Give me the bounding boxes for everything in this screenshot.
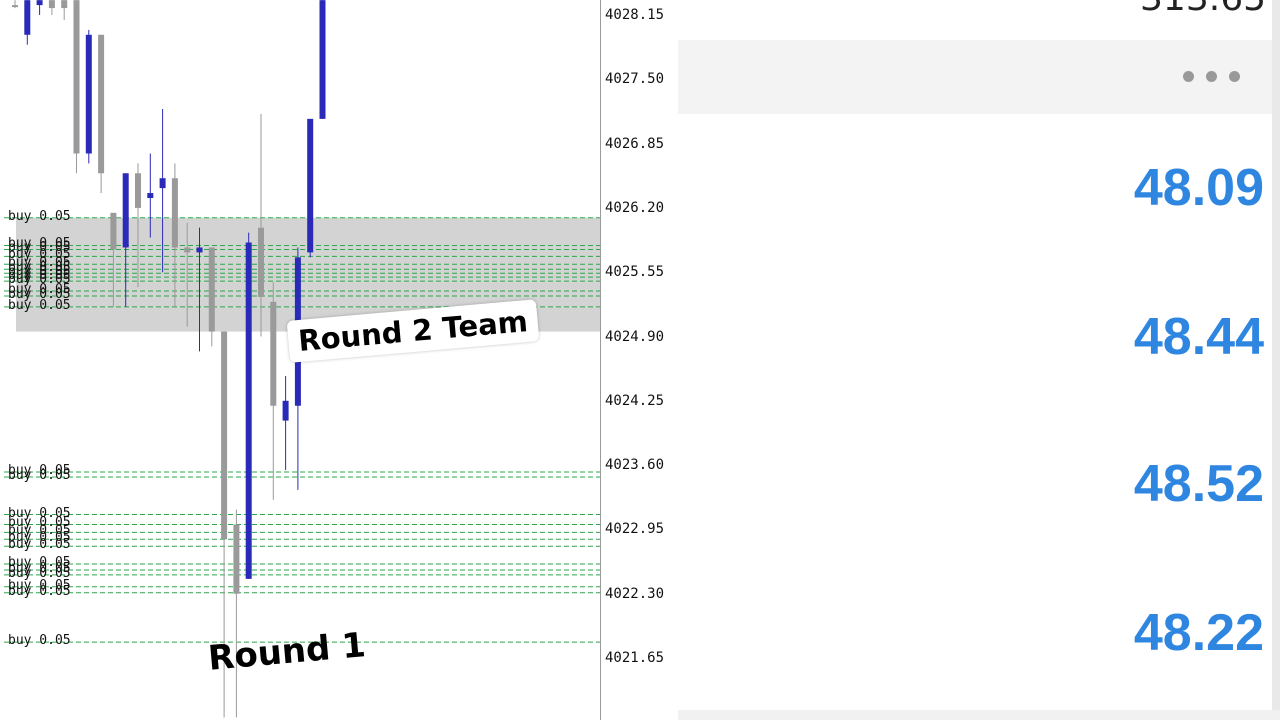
candle-body <box>122 173 129 248</box>
candle-body <box>233 524 240 594</box>
order-label: buy 0.05 <box>8 255 71 271</box>
candle-body <box>270 301 277 406</box>
value-4: 48.22 <box>1133 604 1264 662</box>
order-label: buy 0.05 <box>8 240 71 256</box>
candle-body <box>258 227 264 297</box>
panel-header-bar <box>678 40 1280 114</box>
order-label: buy 0.05 <box>8 555 71 571</box>
order-label: buy 0.05 <box>8 560 71 576</box>
candle-body <box>307 118 314 253</box>
candle-body <box>282 400 289 421</box>
candle-body <box>196 247 203 253</box>
dot <box>1206 71 1217 82</box>
order-label: buy 0.05 <box>8 268 71 284</box>
order-label: buy 0.05 <box>8 633 71 649</box>
more-dots-icon[interactable] <box>1183 71 1240 82</box>
order-label: buy 0.05 <box>8 463 71 479</box>
candle-body <box>61 0 68 9</box>
price-tick-label: 4022.95 <box>605 521 665 538</box>
values-panel: 313.65 48.09 48.44 48.52 48.22 <box>678 0 1280 720</box>
order-label: buy 0.05 <box>8 264 71 280</box>
order-label: buy 0.05 <box>8 281 71 297</box>
price-axis[interactable]: 4028.15 4027.50 4026.85 4026.20 4025.55 4024.… <box>600 0 679 720</box>
order-label: buy 0.05 <box>8 530 71 546</box>
value-1: 48.09 <box>1133 159 1264 217</box>
price-tick-label: 4026.85 <box>605 135 665 152</box>
price-tick-label: 4022.30 <box>605 585 665 602</box>
candle-body <box>319 0 326 119</box>
bottom-strip <box>678 710 1280 720</box>
order-label: buy 0.05 <box>8 286 71 302</box>
value-3: 48.52 <box>1133 455 1264 513</box>
candle-body <box>184 247 191 253</box>
candle-body <box>245 242 252 579</box>
order-label: buy 0.05 <box>8 537 71 553</box>
price-tick-label: 4028.15 <box>605 7 665 23</box>
candle-body <box>147 193 154 199</box>
candle-body <box>12 5 18 8</box>
order-label: buy 0.05 <box>8 515 71 531</box>
candle-body <box>208 247 215 332</box>
price-tick-label: 4021.65 <box>605 650 665 666</box>
order-label: buy 0.05 <box>8 208 71 224</box>
dot <box>1229 71 1240 82</box>
candle-body <box>85 34 92 154</box>
candle-body <box>24 0 31 35</box>
order-label: buy 0.05 <box>8 583 71 599</box>
candle-body <box>48 0 55 9</box>
order-label: buy 0.05 <box>8 577 71 593</box>
price-tick-label: 4025.55 <box>605 264 665 281</box>
top-value-partial: 313.65 <box>1140 0 1266 19</box>
order-label: buy 0.05 <box>8 505 71 521</box>
candle-body <box>110 212 117 250</box>
scrollbar-edge[interactable] <box>1272 0 1280 720</box>
candle-body <box>36 0 43 6</box>
order-label: buy 0.05 <box>8 260 71 276</box>
candle-body <box>171 178 178 248</box>
dot <box>1183 71 1194 82</box>
price-tick-label: 4024.25 <box>605 392 665 409</box>
order-label: buy 0.05 <box>8 565 71 581</box>
order-label: buy 0.05 <box>8 523 71 539</box>
candle-body <box>135 173 141 208</box>
order-label: buy 0.05 <box>8 247 71 263</box>
candle-body <box>73 0 80 154</box>
price-tick-label: 4027.50 <box>605 71 665 88</box>
value-2: 48.44 <box>1133 308 1264 366</box>
order-label: buy 0.05 <box>8 297 71 313</box>
order-label: buy 0.05 <box>8 236 71 252</box>
candle-body <box>221 331 228 540</box>
candle-body <box>159 178 166 189</box>
order-label: buy 0.05 <box>8 272 71 288</box>
price-tick-label: 4026.20 <box>605 199 665 216</box>
price-tick-label: 4024.90 <box>605 328 665 345</box>
order-label: buy 0.05 <box>8 467 71 483</box>
price-tick-label: 4023.60 <box>605 457 665 474</box>
candle-body <box>98 34 105 174</box>
candlestick-chart[interactable] <box>0 0 600 720</box>
